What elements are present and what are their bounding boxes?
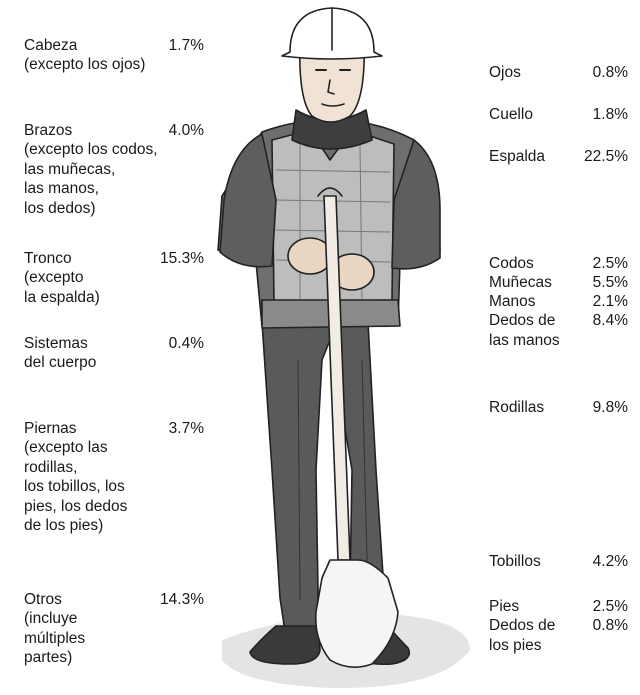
value-dedos-manos: 8.4% xyxy=(592,312,628,329)
sub-cabeza: (excepto los ojos) xyxy=(24,56,146,73)
label-brazos: Brazos xyxy=(24,122,73,139)
sub-brazos: (excepto los codos, las muñecas, las man… xyxy=(24,141,158,217)
value-cabeza: 1.7% xyxy=(168,37,204,54)
label-piernas: Piernas xyxy=(24,420,77,437)
value-piernas: 3.7% xyxy=(168,420,204,437)
value-munecas: 5.5% xyxy=(592,274,628,291)
label-dedos-pies: Dedos de los pies xyxy=(489,617,556,654)
label-sistemas: Sistemas xyxy=(24,335,88,352)
left-boot xyxy=(249,625,321,665)
value-tronco: 15.3% xyxy=(160,250,204,267)
right-arm xyxy=(391,139,441,270)
value-ojos: 0.8% xyxy=(592,64,628,81)
value-cuello: 1.8% xyxy=(592,106,628,123)
sub-sistemas: del cuerpo xyxy=(24,354,97,371)
label-munecas: Muñecas xyxy=(489,274,552,291)
label-espalda: Espalda xyxy=(489,148,546,165)
label-codos: Codos xyxy=(489,255,534,272)
value-codos: 2.5% xyxy=(592,255,628,272)
label-pies: Pies xyxy=(489,598,520,615)
left-arm xyxy=(219,133,277,268)
sub-piernas: (excepto las rodillas, los tobillos, los… xyxy=(24,439,128,534)
face xyxy=(298,39,366,123)
label-rodillas: Rodillas xyxy=(489,399,545,416)
label-tobillos: Tobillos xyxy=(489,553,541,570)
label-ojos: Ojos xyxy=(489,64,521,81)
label-otros: Otros xyxy=(24,591,62,608)
label-cabeza: Cabeza xyxy=(24,37,78,54)
label-dedos-manos: Dedos de las manos xyxy=(489,312,560,349)
label-cuello: Cuello xyxy=(489,106,533,123)
value-dedos-pies: 0.8% xyxy=(592,617,628,634)
label-manos: Manos xyxy=(489,293,536,310)
sub-otros: (incluye múltiples partes) xyxy=(24,610,86,666)
value-espalda: 22.5% xyxy=(584,148,628,165)
value-pies: 2.5% xyxy=(592,598,628,615)
value-tobillos: 4.2% xyxy=(592,553,628,570)
shovel-blade xyxy=(314,559,399,668)
label-tronco: Tronco xyxy=(24,250,72,267)
value-manos: 2.1% xyxy=(592,293,628,310)
value-otros: 14.3% xyxy=(160,591,204,608)
sub-tronco: (excepto la espalda) xyxy=(24,269,100,306)
value-brazos: 4.0% xyxy=(168,122,204,139)
value-rodillas: 9.8% xyxy=(592,399,628,416)
value-sistemas: 0.4% xyxy=(168,335,204,352)
